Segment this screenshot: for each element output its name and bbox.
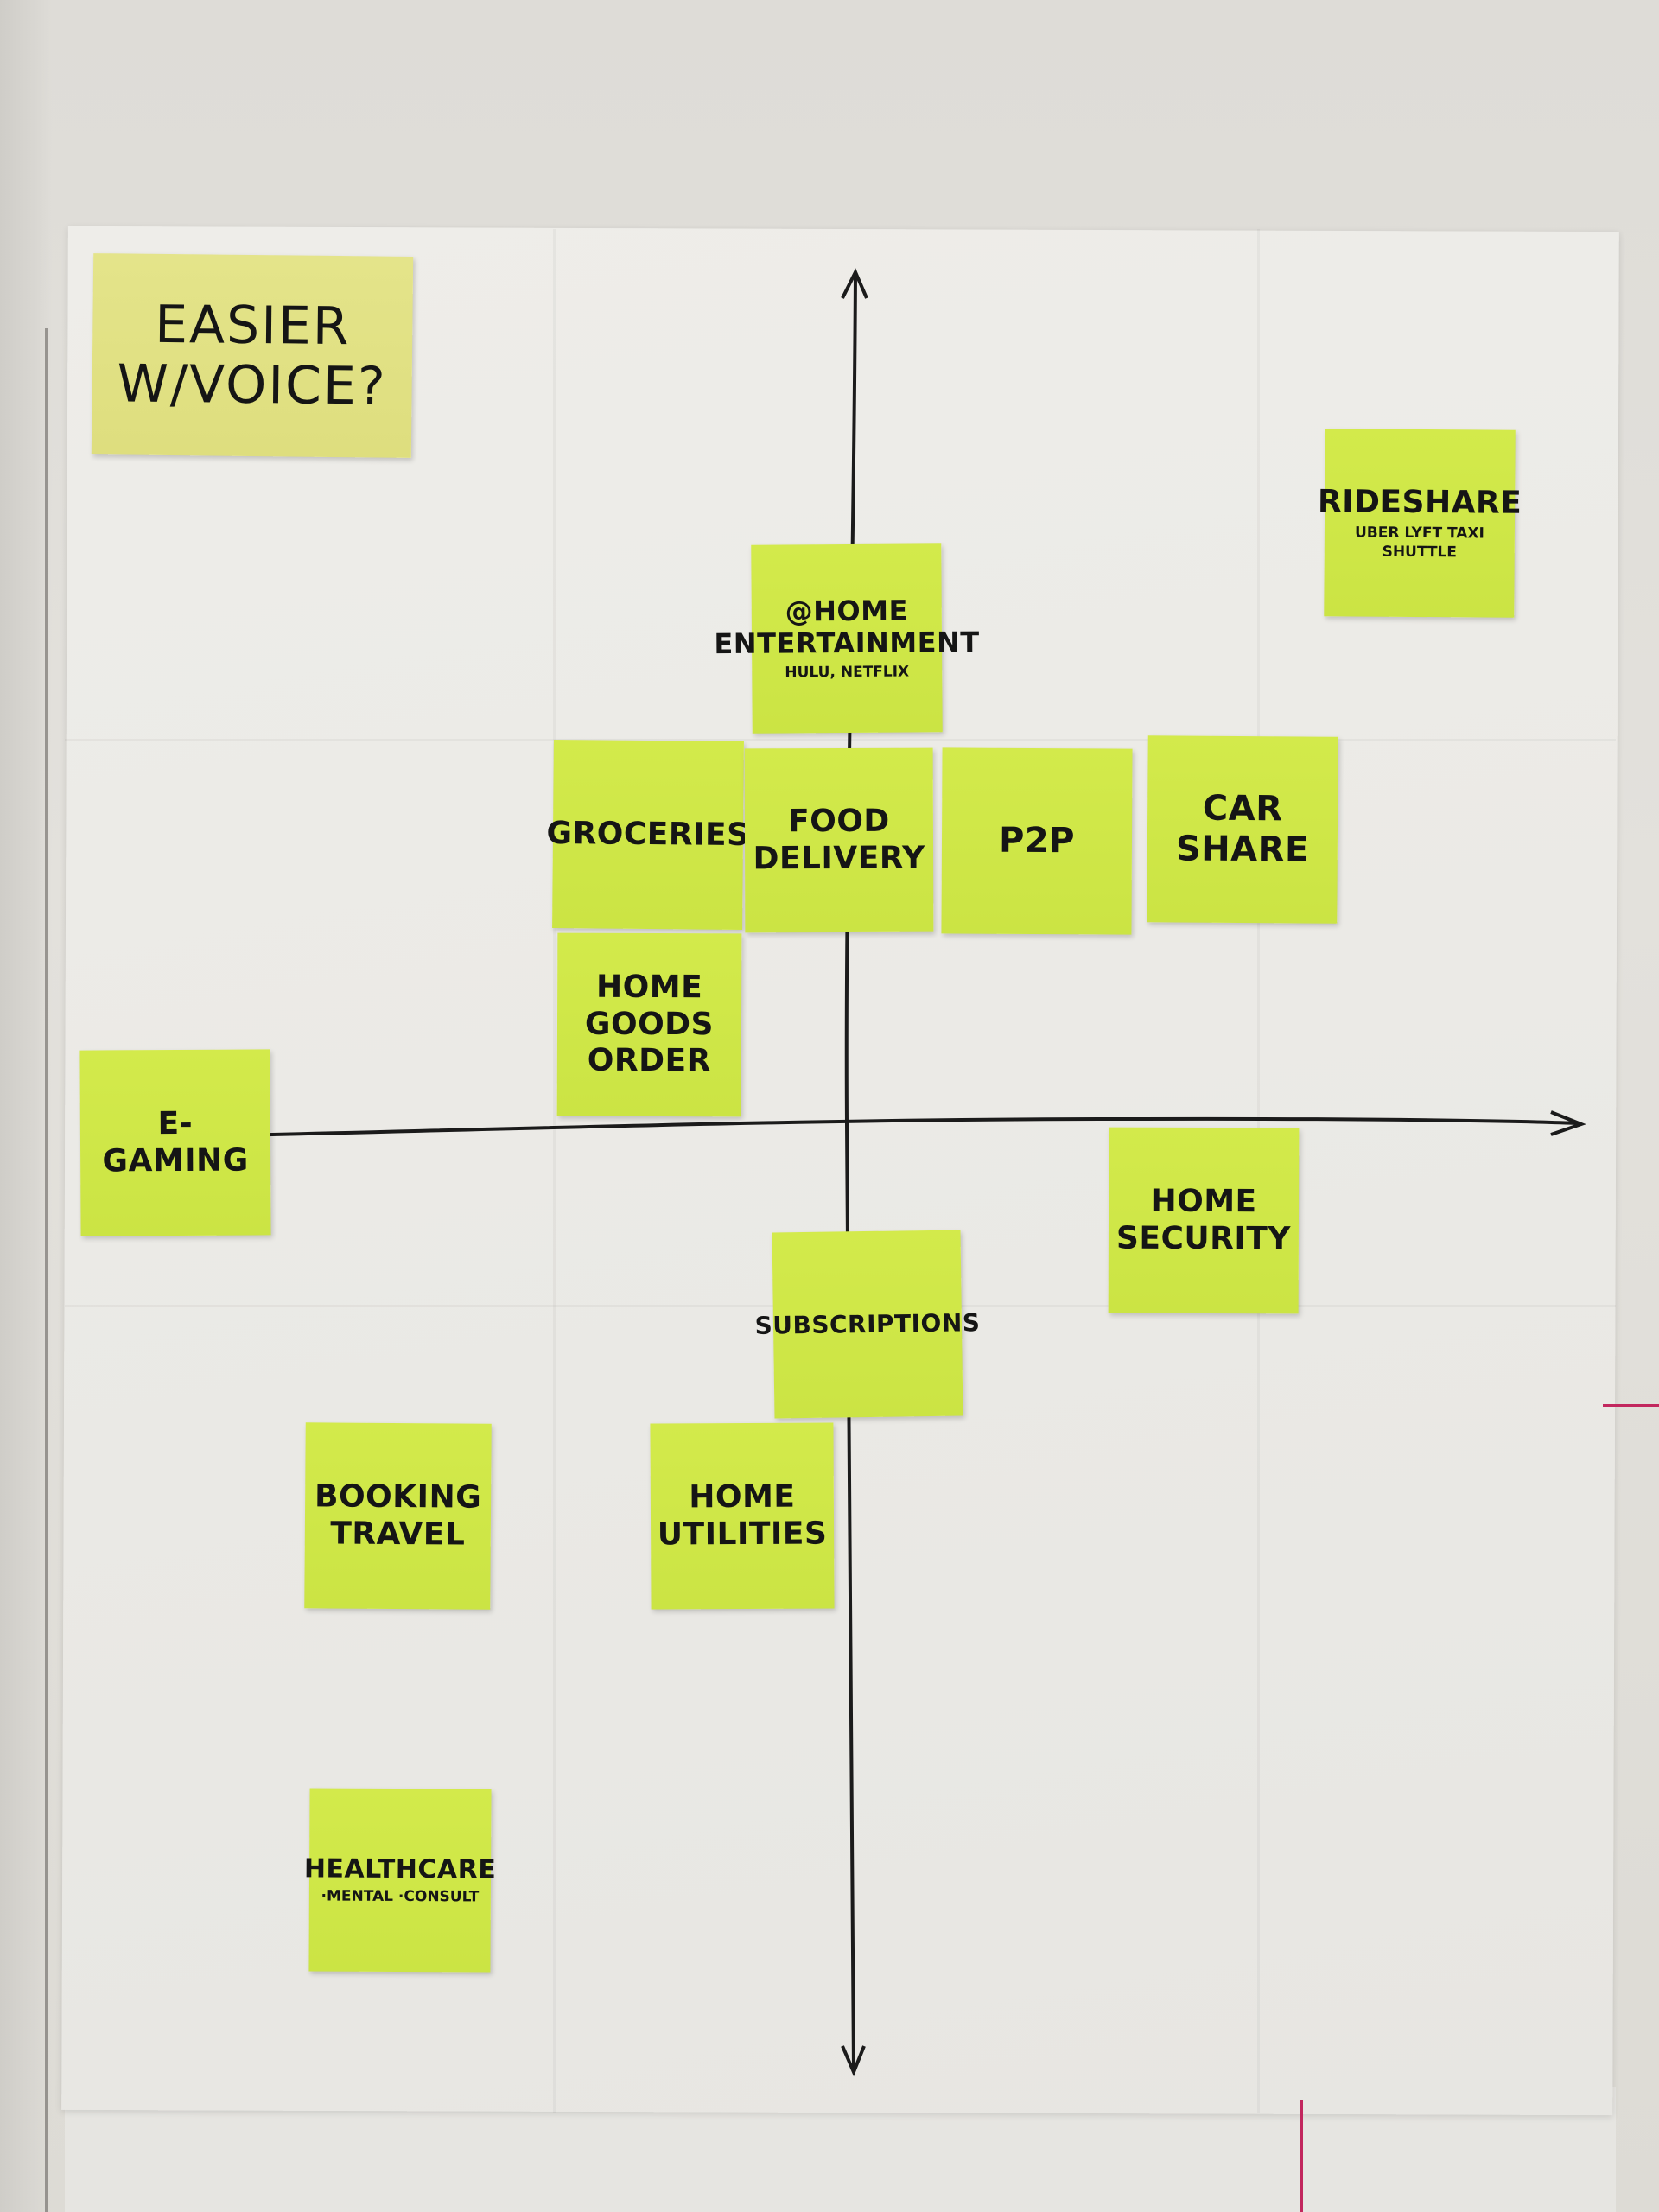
sticky-p2p: P2P: [941, 747, 1132, 934]
sticky-healthcare: HEALTHCARE ·MENTAL ·CONSULT: [308, 1788, 491, 1972]
sticky-booking-travel: BOOKING TRAVEL: [304, 1422, 491, 1609]
sticky-home-utilities: HOME UTILITIES: [650, 1422, 834, 1609]
sticky-groceries: GROCERIES: [552, 740, 744, 930]
horizontal-axis-line: [82, 1119, 1580, 1139]
note-title: @HOME ENTERTAINMENT: [714, 594, 980, 662]
sticky-home-goods-order: HOME GOODS ORDER: [557, 933, 742, 1117]
sticky-subscriptions: SUBSCRIPTIONS: [772, 1230, 963, 1418]
sticky-home-security: HOME SECURITY: [1109, 1128, 1300, 1314]
note-title: HOME SECURITY: [1116, 1184, 1291, 1258]
sticky-car-share: CAR SHARE: [1147, 735, 1338, 924]
note-title: HOME UTILITIES: [658, 1479, 828, 1554]
note-title: SUBSCRIPTIONS: [754, 1308, 980, 1340]
sticky-rideshare: RIDESHARE UBER LYFT TAXI SHUTTLE: [1324, 429, 1516, 618]
question-sticky-note: EASIER W/VOICE?: [92, 253, 413, 458]
note-subtitle: ·MENTAL ·CONSULT: [321, 1888, 479, 1907]
sticky-home-entertainment: @HOME ENTERTAINMENT HULU, NETFLIX: [751, 543, 943, 734]
note-title: HEALTHCARE: [304, 1853, 497, 1885]
note-title: FOOD DELIVERY: [753, 804, 925, 878]
sticky-food-delivery: FOOD DELIVERY: [745, 748, 934, 933]
note-title: P2P: [999, 821, 1075, 862]
question-text: EASIER W/VOICE?: [102, 295, 402, 417]
sticky-e-gaming: E-GAMING: [79, 1049, 270, 1236]
note-title: HOME GOODS ORDER: [568, 969, 731, 1080]
note-title: E-GAMING: [91, 1106, 260, 1180]
note-subtitle: HULU, NETFLIX: [785, 664, 909, 683]
note-subtitle: UBER LYFT TAXI SHUTTLE: [1335, 524, 1504, 563]
note-title: RIDESHARE: [1318, 484, 1522, 522]
note-title: GROCERIES: [546, 816, 749, 855]
note-title: BOOKING TRAVEL: [315, 1478, 482, 1553]
note-title: CAR SHARE: [1158, 788, 1328, 871]
